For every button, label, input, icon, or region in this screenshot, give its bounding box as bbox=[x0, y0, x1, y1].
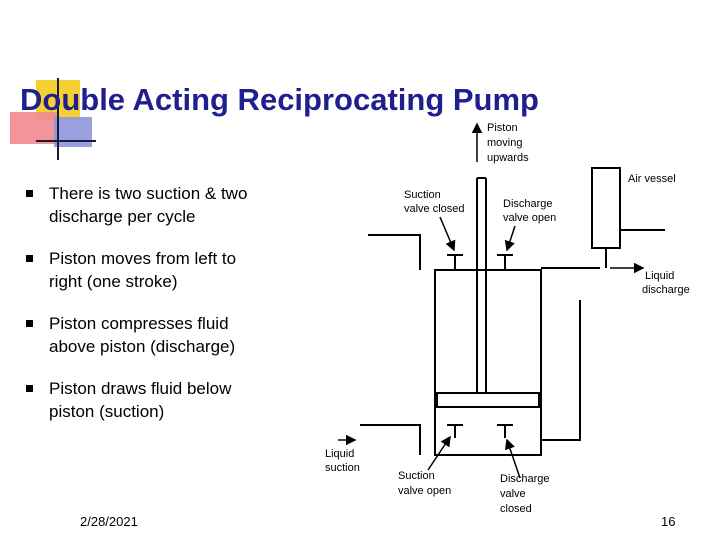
bullet-item: Piston draws fluid below piston (suction) bbox=[22, 377, 322, 423]
deco-vertical-line bbox=[57, 78, 59, 160]
piston bbox=[436, 392, 540, 408]
bullet-item: Piston compresses fluid above piston (dis… bbox=[22, 312, 322, 358]
square-bullet-icon bbox=[26, 190, 33, 197]
footer-date: 2/28/2021 bbox=[80, 514, 138, 529]
bullet-line: Piston draws fluid below bbox=[49, 379, 232, 398]
bullet-line: piston (suction) bbox=[49, 402, 165, 421]
cylinder bbox=[434, 269, 542, 456]
square-bullet-icon bbox=[26, 320, 33, 327]
square-bullet-icon bbox=[26, 255, 33, 262]
bullet-line: Piston compresses fluid bbox=[49, 314, 229, 333]
corner-decoration bbox=[0, 0, 100, 170]
suction-pipe-bottom bbox=[360, 424, 421, 455]
bullet-line: There is two suction & two bbox=[49, 184, 248, 203]
deco-blue-square bbox=[54, 117, 92, 147]
square-bullet-icon bbox=[26, 385, 33, 392]
bullet-line: Piston moves from left to bbox=[49, 249, 237, 268]
suction-pipe-top bbox=[368, 234, 421, 270]
deco-horizontal-line bbox=[36, 140, 96, 142]
page-number: 16 bbox=[661, 514, 676, 529]
bullet-line: discharge per cycle bbox=[49, 207, 196, 226]
air-vessel-label: Air vessel bbox=[628, 173, 676, 185]
page-title: Double Acting Reciprocating Pump bbox=[20, 82, 539, 117]
bullet-item: Piston moves from left to right (one stro… bbox=[22, 247, 322, 293]
bullet-line: above piston (discharge) bbox=[49, 337, 236, 356]
bullet-list: There is two suction & two discharge per … bbox=[22, 182, 322, 442]
deco-red-square bbox=[10, 112, 58, 144]
air-vessel bbox=[591, 167, 621, 249]
bullet-line: right (one stroke) bbox=[49, 272, 178, 291]
bullet-item: There is two suction & two discharge per … bbox=[22, 182, 322, 228]
